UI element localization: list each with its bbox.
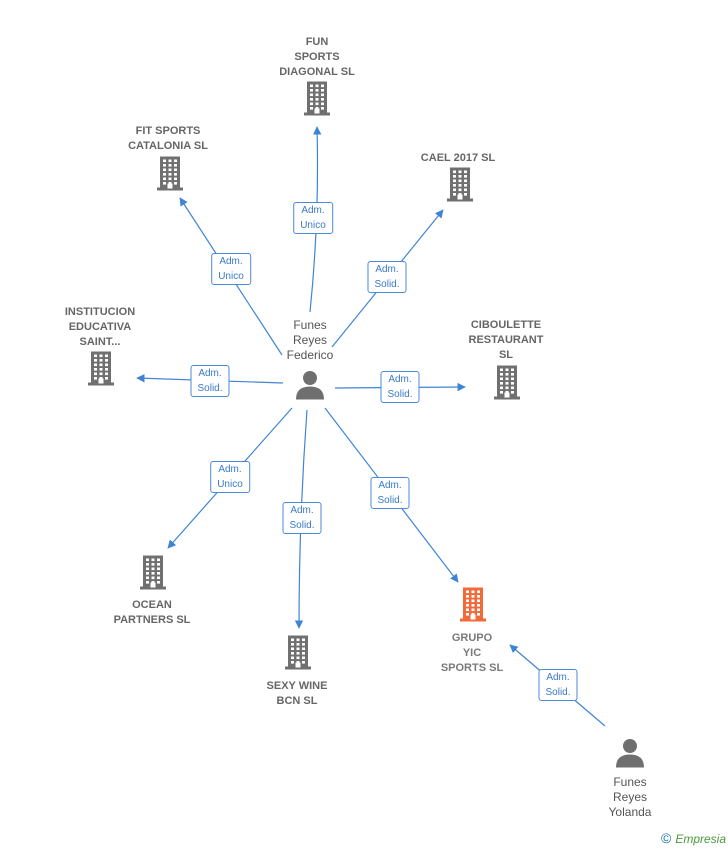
- building-icon[interactable]: [157, 156, 183, 196]
- role-badge-fit_sports[interactable]: Adm. Unico: [211, 253, 251, 285]
- role-badge-grupo_yic[interactable]: Adm. Solid.: [370, 477, 410, 509]
- node-label-fun-sports[interactable]: FUN SPORTS DIAGONAL SL: [279, 36, 355, 78]
- footer-brand: ©Empresia: [661, 830, 726, 846]
- person-icon[interactable]: [615, 738, 645, 773]
- building-icon[interactable]: [460, 587, 486, 627]
- role-badge-sexy_wine[interactable]: Adm. Solid.: [282, 502, 322, 534]
- node-label-cael[interactable]: CAEL 2017 SL: [420, 152, 496, 164]
- role-badge-grupo_yic[interactable]: Adm. Solid.: [538, 669, 578, 701]
- node-label-institucion[interactable]: INSTITUCION EDUCATIVA SAINT...: [64, 306, 136, 348]
- building-icon[interactable]: [88, 351, 114, 391]
- role-badge-institucion[interactable]: Adm. Solid.: [190, 365, 230, 397]
- person-icon[interactable]: [295, 370, 325, 405]
- node-label-yolanda[interactable]: Funes Reyes Yolanda: [608, 775, 652, 819]
- node-label-fit-sports[interactable]: FIT SPORTS CATALONIA SL: [128, 125, 208, 152]
- node-label-ciboulette[interactable]: CIBOULETTE RESTAURANT SL: [468, 319, 544, 361]
- node-label-grupo-yic[interactable]: GRUPO YIC SPORTS SL: [440, 632, 504, 674]
- copyright-icon: ©: [660, 830, 672, 846]
- building-icon[interactable]: [304, 81, 330, 121]
- node-label-federico[interactable]: Funes Reyes Federico: [286, 318, 334, 362]
- role-badge-fun_sports[interactable]: Adm. Unico: [293, 202, 333, 234]
- building-icon[interactable]: [140, 555, 166, 595]
- building-icon[interactable]: [447, 167, 473, 207]
- building-icon[interactable]: [285, 635, 311, 675]
- building-icon[interactable]: [494, 365, 520, 405]
- role-badge-cael[interactable]: Adm. Solid.: [367, 261, 407, 293]
- node-label-sexy-wine[interactable]: SEXY WINE BCN SL: [266, 680, 328, 707]
- brand-name: Empresia: [675, 832, 726, 846]
- role-badge-ocean[interactable]: Adm. Unico: [210, 461, 250, 493]
- node-label-ocean[interactable]: OCEAN PARTNERS SL: [113, 599, 191, 626]
- role-badge-ciboulette[interactable]: Adm. Solid.: [380, 371, 420, 403]
